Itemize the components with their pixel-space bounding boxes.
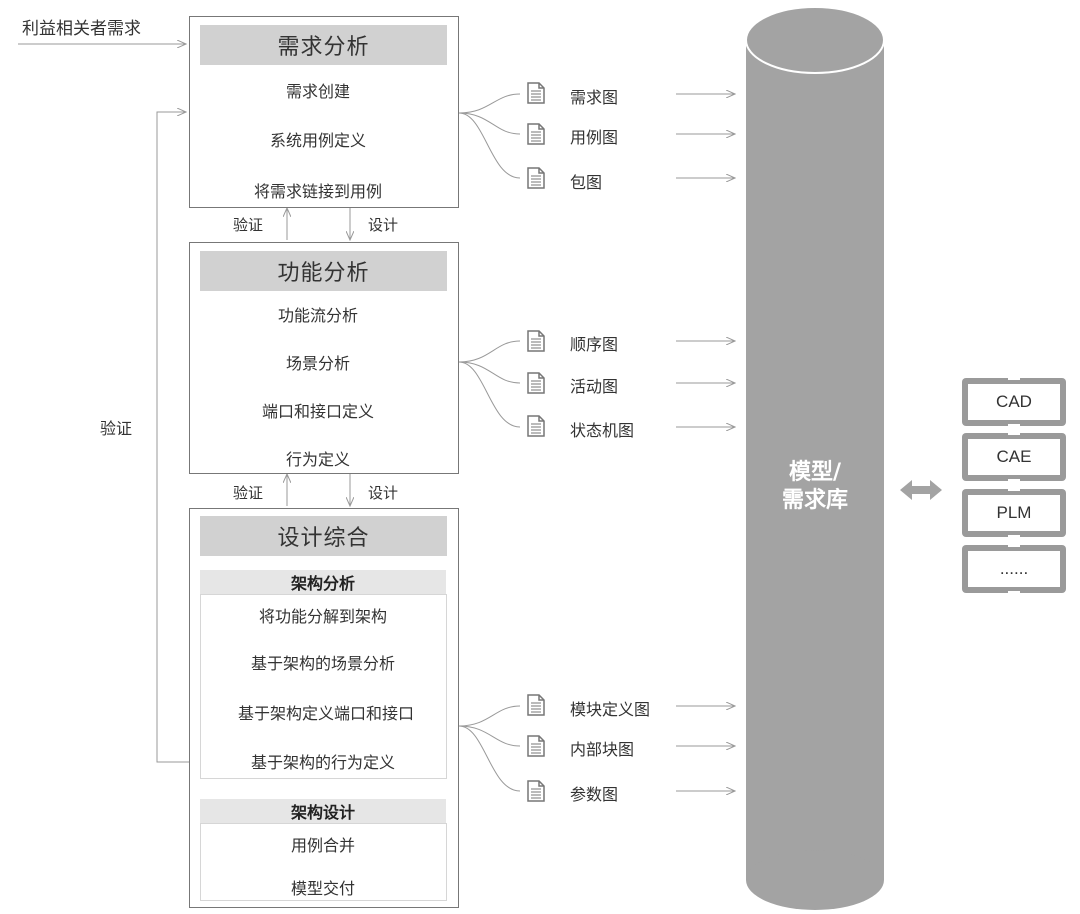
step-use-case-merge: 用例合并 xyxy=(290,836,356,855)
step-port-interface: 端口和接口定义 xyxy=(261,402,375,421)
doc-label-block-definition-diagram: 模块定义图 xyxy=(570,700,651,719)
design-synthesis-title: 设计综合 xyxy=(200,516,447,556)
step-model-delivery: 模型交付 xyxy=(290,879,356,898)
document-icon xyxy=(527,82,545,104)
repository-label: 模型/ 需求库 xyxy=(770,459,860,515)
tool-cae: CAE xyxy=(962,433,1066,481)
step-function-flow: 功能流分析 xyxy=(277,306,359,325)
stakeholder-requirements-label: 利益相关者需求 xyxy=(22,19,141,39)
verify-loop-line xyxy=(156,112,189,763)
doc-label-package-diagram: 包图 xyxy=(570,173,603,192)
step-arch-ports: 基于架构定义端口和接口 xyxy=(237,704,415,723)
sync-double-arrow xyxy=(900,480,942,500)
step-requirement-creation: 需求创建 xyxy=(285,82,351,101)
tool-cad-label: CAD xyxy=(968,384,1060,420)
design-label-1: 设计 xyxy=(368,216,399,234)
step-use-case-definition: 系统用例定义 xyxy=(269,131,367,150)
document-icon xyxy=(527,735,545,757)
tool-plm-label: PLM xyxy=(968,495,1060,531)
architecture-analysis-title: 架构分析 xyxy=(200,570,446,594)
document-icon xyxy=(527,694,545,716)
architecture-design-panel xyxy=(200,823,447,901)
tool-cae-label: CAE xyxy=(968,439,1060,475)
step-arch-behavior: 基于架构的行为定义 xyxy=(250,753,396,772)
document-icon xyxy=(527,123,545,145)
verify-loop-label: 验证 xyxy=(100,419,133,438)
design-label-2: 设计 xyxy=(368,484,399,502)
tool-cad: CAD xyxy=(962,378,1066,426)
doc-label-parametric-diagram: 参数图 xyxy=(570,785,619,804)
requirements-analysis-title: 需求分析 xyxy=(200,25,447,65)
document-icon xyxy=(527,780,545,802)
document-icon xyxy=(527,415,545,437)
document-icon xyxy=(527,372,545,394)
architecture-analysis-panel xyxy=(200,594,447,779)
tool-plm: PLM xyxy=(962,489,1066,537)
functional-analysis-title: 功能分析 xyxy=(200,251,447,291)
repository-cylinder xyxy=(745,6,885,910)
doc-label-use-case-diagram: 用例图 xyxy=(570,128,619,147)
repository-label-line2: 需求库 xyxy=(781,488,848,513)
doc-label-state-machine-diagram: 状态机图 xyxy=(570,421,635,440)
doc-label-requirement-diagram: 需求图 xyxy=(570,88,619,107)
step-behavior-definition: 行为定义 xyxy=(285,450,351,469)
step-arch-scenario: 基于架构的场景分析 xyxy=(250,654,396,673)
tool-more: ...... xyxy=(962,545,1066,593)
verify-label-2: 验证 xyxy=(233,484,264,502)
tool-more-label: ...... xyxy=(968,551,1060,587)
doc-label-internal-block-diagram: 内部块图 xyxy=(570,740,635,759)
document-icon xyxy=(527,167,545,189)
doc-label-activity-diagram: 活动图 xyxy=(570,377,619,396)
step-scenario-analysis: 场景分析 xyxy=(285,354,351,373)
doc-label-sequence-diagram: 顺序图 xyxy=(570,335,619,354)
repository-label-line1: 模型/ xyxy=(788,460,842,485)
architecture-design-title: 架构设计 xyxy=(200,799,446,823)
verify-label-1: 验证 xyxy=(233,216,264,234)
step-link-requirements: 将需求链接到用例 xyxy=(253,182,383,201)
step-decompose-functions: 将功能分解到架构 xyxy=(258,607,388,626)
document-icon xyxy=(527,330,545,352)
